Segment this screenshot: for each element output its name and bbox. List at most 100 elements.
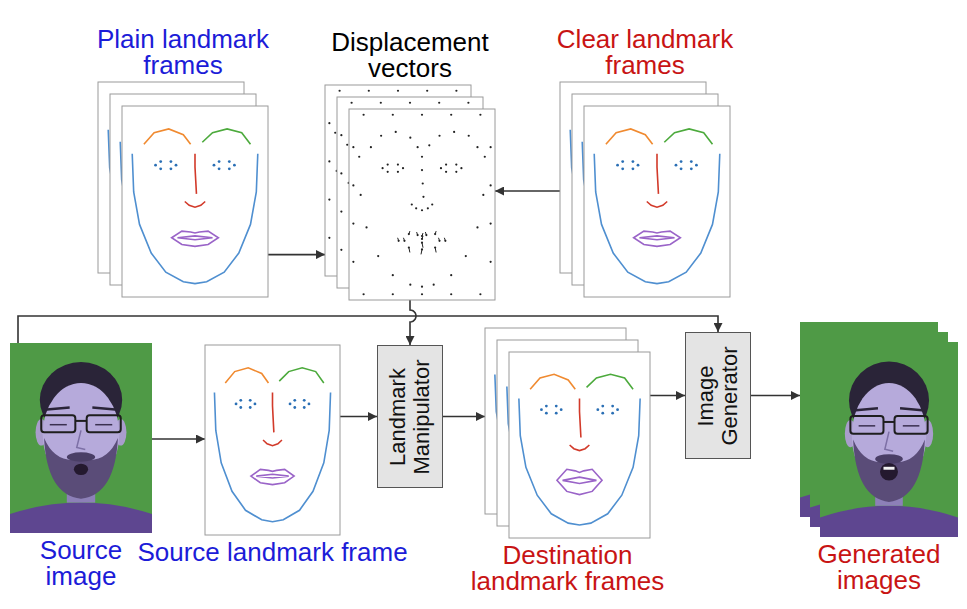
landmark-line [177, 236, 212, 240]
vector-dot [467, 102, 469, 104]
vector-dot [490, 261, 492, 263]
eye-landmark [218, 167, 221, 170]
eye-landmark [695, 164, 698, 167]
frame-border [349, 109, 495, 300]
vector-dot [450, 293, 452, 295]
landmark-line [634, 231, 681, 246]
vector-frame-stack: Displacement vectors [325, 85, 495, 300]
vector-tick [417, 232, 418, 235]
vector-dot [395, 131, 397, 133]
vector-dot [352, 261, 354, 263]
eye-landmark [545, 412, 548, 415]
vector-dot [397, 90, 399, 92]
vector-dot [438, 102, 440, 104]
vector-dot [421, 169, 423, 171]
illustration [10, 343, 152, 533]
glasses-bridge [883, 421, 894, 423]
landmark-line [144, 129, 191, 144]
vector-dot [445, 171, 447, 173]
eye-landmark [621, 167, 624, 170]
frame [509, 352, 650, 538]
frame [10, 343, 152, 533]
eye-landmark [159, 167, 162, 170]
shirt [10, 503, 152, 533]
vector-dot [455, 163, 457, 165]
eye-landmark [218, 160, 221, 163]
connector-arrow [495, 190, 560, 192]
eye-landmark [233, 164, 236, 167]
connector-arrow [268, 254, 325, 256]
vector-dot [334, 132, 336, 134]
vector-dot [421, 156, 423, 158]
vector-dot [340, 249, 342, 251]
nose [885, 432, 893, 452]
vector-dot [426, 90, 428, 92]
vector-dot [392, 274, 394, 276]
eye-landmark [601, 405, 604, 408]
vector-tick [439, 238, 440, 241]
landmark-line [563, 477, 597, 483]
vector-dot [352, 223, 354, 225]
process-box: Landmark Manipulator [377, 345, 443, 488]
landmark-line [570, 445, 590, 451]
eyebrow [900, 408, 922, 410]
landmark-frame-stack: Destination landmark frames [485, 328, 650, 538]
vector-dot [479, 293, 481, 295]
vector-dot [370, 146, 372, 148]
vector-dot [415, 207, 417, 209]
eye-landmark [228, 160, 231, 163]
vector-tick [425, 232, 426, 235]
eye-landmark [249, 399, 252, 402]
eye-landmark [555, 405, 558, 408]
eyebrow [47, 408, 70, 410]
eye-landmark [611, 405, 614, 408]
vector-tick [444, 238, 445, 241]
eye-landmark [545, 405, 548, 408]
vector-dot [455, 171, 457, 173]
closed-eye [859, 425, 876, 427]
nose [77, 430, 86, 449]
photo-background [10, 343, 152, 533]
connector-arrow [152, 438, 205, 440]
eye-landmark [239, 406, 242, 409]
node-caption: Source landmark frame [128, 539, 418, 565]
vector-dot [358, 156, 360, 158]
illustration [325, 85, 495, 300]
eye-landmark [690, 167, 693, 170]
vector-tick [403, 238, 404, 241]
connector-arrow [443, 416, 485, 418]
vector-dot [365, 226, 367, 228]
landmark-line [132, 154, 258, 284]
vector-dot [409, 137, 411, 139]
landmark-line [172, 231, 219, 246]
landmark-line [557, 469, 602, 494]
vector-dot [421, 293, 423, 295]
vector-dot [455, 90, 457, 92]
landmark-line [214, 393, 330, 522]
eye-landmark [632, 167, 635, 170]
illustration [98, 82, 268, 297]
vector-dot [392, 293, 394, 295]
mouth [880, 463, 898, 481]
closed-eye [50, 424, 67, 426]
eye-landmark [249, 406, 252, 409]
landmark-line [225, 368, 268, 383]
node-caption: Destination landmark frames [458, 542, 678, 594]
beard [853, 440, 925, 502]
vector-tick [435, 231, 436, 234]
vector-dot [352, 146, 354, 148]
eye-landmark [228, 167, 231, 170]
landmark-line [185, 202, 205, 208]
vector-dot [377, 255, 379, 257]
vector-dot [402, 167, 404, 169]
vector-dot [409, 102, 411, 104]
eye-landmark [680, 167, 683, 170]
landmark-line [657, 154, 658, 194]
eye-landmark [254, 403, 257, 406]
eye-landmark [159, 160, 162, 163]
frame [205, 345, 340, 535]
eye-landmark [308, 403, 311, 406]
eye-landmark [637, 164, 640, 167]
frame-border [509, 352, 650, 538]
node-caption: Clear landmark frames [545, 26, 745, 78]
